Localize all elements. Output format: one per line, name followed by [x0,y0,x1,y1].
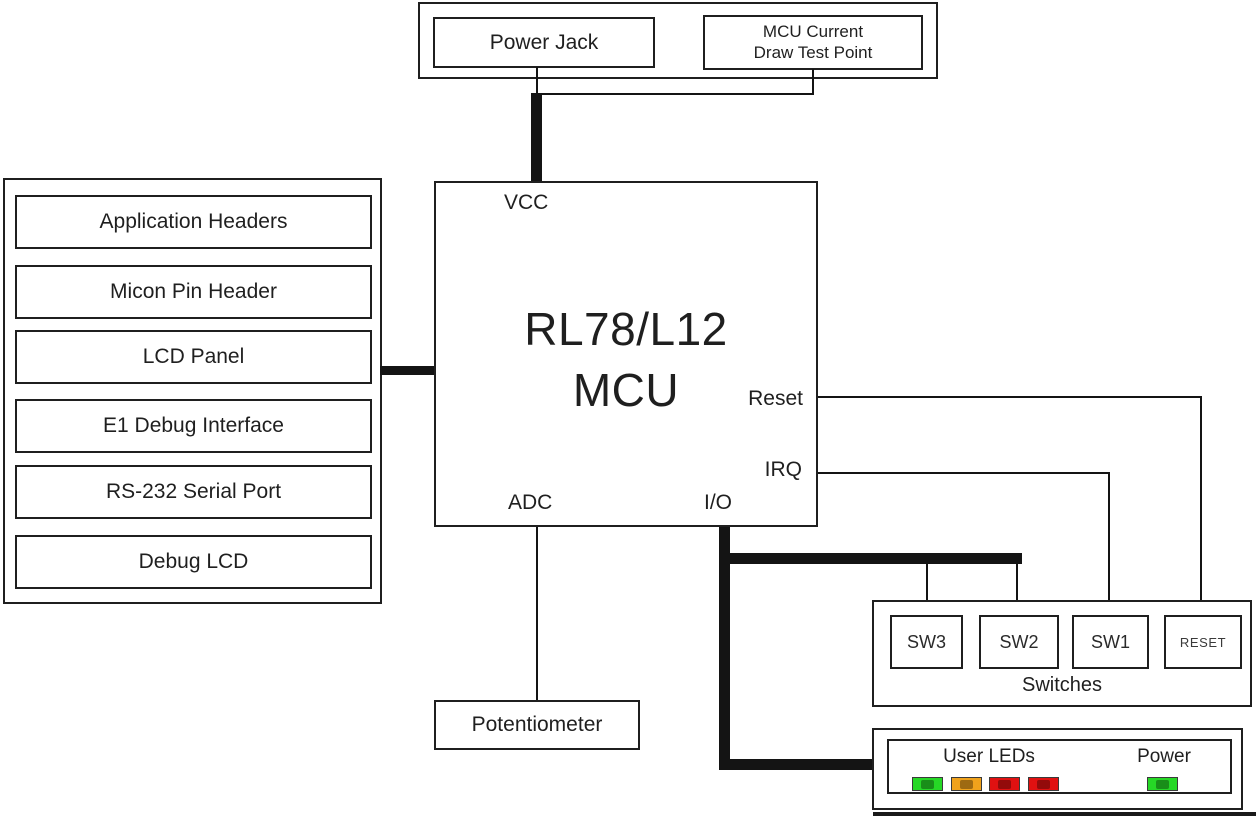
connector-sw3-drop [926,562,928,613]
mcu-block: VCC RL78/L12 MCU Reset IRQ ADC I/O [434,181,818,527]
pin-label-irq: IRQ [764,458,802,481]
peripherals-container: Application Headers Micon Pin Header LCD… [3,178,382,604]
mcu-current-test-point-label: MCU Current Draw Test Point [753,21,873,62]
led-mark-icon [921,779,934,789]
pin-label-vcc: VCC [504,191,549,214]
micon-pin-header-label: Micon Pin Header [110,280,277,303]
connector-irq-horizontal [818,472,1110,474]
mcu-current-test-point-box: MCU Current Draw Test Point [703,15,923,70]
micon-pin-header-box: Micon Pin Header [15,265,372,319]
power-led-label: Power [1137,746,1191,767]
connector-io-to-leds-thick [719,759,875,770]
mcu-name-line2: MCU [572,363,680,416]
connector-peripherals-to-mcu-thick [380,366,434,375]
pin-label-reset: Reset [748,387,803,410]
connector-reset-vertical [1200,396,1202,613]
switch-sw2-label: SW2 [999,631,1039,652]
led-mark-icon [1037,779,1050,789]
connector-io-vertical-thick [719,527,730,770]
user-leds-label: User LEDs [943,746,1035,767]
led-section-container: User LEDs Power [872,728,1243,810]
connector-test-point-horizontal [536,93,814,95]
switches-group-label: Switches [1021,674,1103,696]
e1-debug-interface-label: E1 Debug Interface [103,414,284,437]
connector-sw2-drop [1016,562,1018,613]
pin-label-adc: ADC [508,491,553,514]
led-mark-icon [998,779,1011,789]
connector-adc-to-potentiometer [536,527,538,700]
switch-sw1: SW1 [1072,615,1149,669]
switch-sw1-label: SW1 [1090,631,1130,652]
led-panel: User LEDs Power [887,739,1232,794]
power-jack-label: Power Jack [489,30,599,54]
potentiometer-box: Potentiometer [434,700,640,750]
application-headers-box: Application Headers [15,195,372,249]
rs232-serial-port-box: RS-232 Serial Port [15,465,372,519]
switch-sw2: SW2 [979,615,1059,669]
debug-lcd-label: Debug LCD [138,550,249,573]
connector-test-point-drop [812,69,814,95]
user-led-green [912,777,943,791]
rs232-serial-port-label: RS-232 Serial Port [105,480,282,503]
connector-power-jack-drop [536,67,538,95]
lcd-panel-box: LCD Panel [15,330,372,384]
e1-debug-interface-box: E1 Debug Interface [15,399,372,453]
user-led-orange [951,777,982,791]
led-mark-icon [960,779,973,789]
connector-reset-horizontal [818,396,1202,398]
power-jack-box: Power Jack [433,17,655,68]
connector-power-to-vcc-thick [531,93,542,182]
switch-sw3: SW3 [890,615,963,669]
switches-container: SW3 SW2 SW1 RESET Switches [872,600,1252,707]
user-led-red-2 [1028,777,1059,791]
mcu-name-line1: RL78/L12 [524,303,728,355]
lcd-panel-label: LCD Panel [142,345,245,368]
user-led-red-1 [989,777,1020,791]
switch-reset: RESET [1164,615,1242,669]
mcu-name: RL78/L12 MCU [436,299,816,420]
debug-lcd-box: Debug LCD [15,535,372,589]
pin-label-io: I/O [704,491,733,514]
connector-irq-vertical [1108,472,1110,613]
potentiometer-label: Potentiometer [471,713,603,736]
connector-io-to-switches-thick [719,553,1022,564]
switch-sw3-label: SW3 [906,631,946,652]
image-bottom-cutoff-strip [873,812,1256,816]
application-headers-label: Application Headers [99,210,288,233]
led-mark-icon [1156,779,1169,789]
switch-reset-label: RESET [1179,634,1227,650]
power-led-green [1147,777,1178,791]
